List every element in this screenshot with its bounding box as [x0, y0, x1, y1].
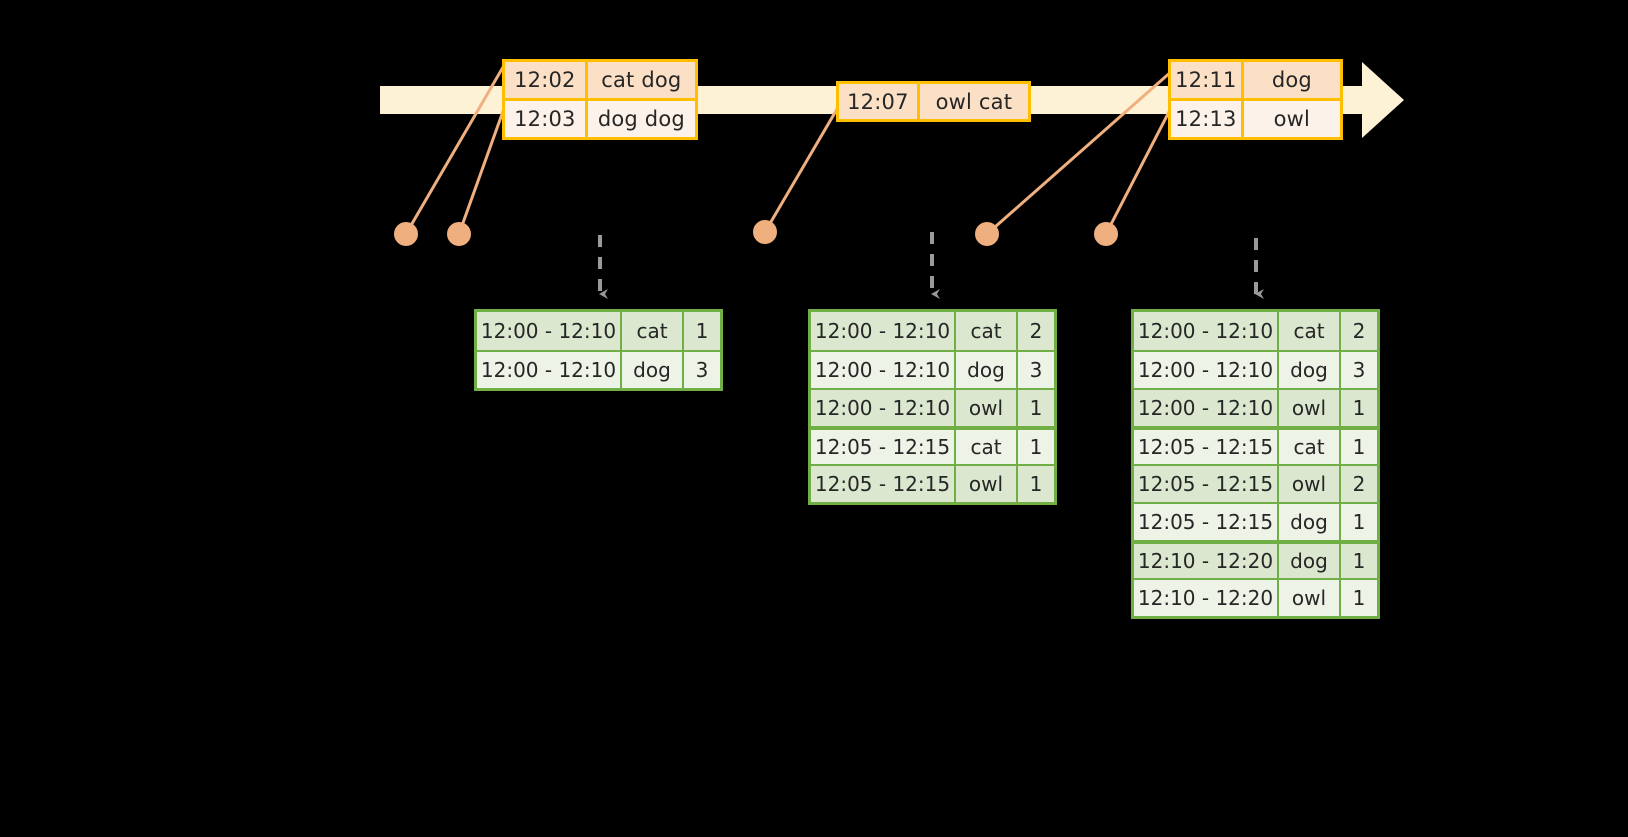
event-group-2[interactable]: 12:07 owl cat	[836, 81, 1031, 122]
cell-count: 3	[684, 352, 720, 388]
cell-count: 3	[1341, 352, 1377, 388]
event-words: cat dog	[587, 62, 695, 98]
cell-word: owl	[1279, 466, 1341, 502]
event-time: 12:03	[505, 101, 588, 137]
event-words: owl	[1243, 101, 1340, 137]
cell-window: 12:05 - 12:15	[811, 466, 956, 502]
cell-window: 12:00 - 12:10	[477, 312, 622, 350]
cell-word: dog	[1279, 544, 1341, 578]
cell-word: cat	[956, 430, 1018, 464]
cell-count: 2	[1018, 312, 1054, 350]
event-words: owl cat	[919, 84, 1028, 119]
cell-word: owl	[956, 390, 1018, 426]
cell-word: dog	[956, 352, 1018, 388]
cell-window: 12:00 - 12:10	[811, 312, 956, 350]
cell-word: owl	[1279, 580, 1341, 616]
cell-window: 12:05 - 12:15	[1134, 466, 1279, 502]
cell-count: 2	[1341, 466, 1377, 502]
event-row: 12:11 dog	[1171, 62, 1340, 98]
cell-window: 12:05 - 12:15	[1134, 430, 1279, 464]
cell-word: dog	[1279, 352, 1341, 388]
cell-count: 1	[1341, 544, 1377, 578]
cell-window: 12:05 - 12:15	[1134, 504, 1279, 540]
event-row: 12:13 owl	[1171, 98, 1340, 137]
cell-window: 12:00 - 12:10	[477, 352, 622, 388]
processing-dot-3	[753, 220, 777, 244]
cell-word: owl	[1279, 390, 1341, 426]
connector-1	[404, 61, 508, 235]
cell-word: dog	[1279, 504, 1341, 540]
connector-2	[457, 102, 508, 235]
cell-window: 12:00 - 12:10	[811, 352, 956, 388]
cell-window: 12:10 - 12:20	[1134, 580, 1279, 616]
event-words: dog dog	[587, 101, 695, 137]
cell-word: cat	[956, 312, 1018, 350]
processing-dot-1	[394, 222, 418, 246]
event-row: 12:07 owl cat	[839, 84, 1028, 119]
cell-count: 1	[1341, 504, 1377, 540]
cell-word: dog	[622, 352, 684, 388]
cell-word: cat	[1279, 430, 1341, 464]
cell-window: 12:00 - 12:10	[811, 390, 956, 426]
connector-3	[763, 103, 842, 233]
event-time: 12:11	[1171, 62, 1244, 98]
event-row: 12:02 cat dog	[505, 62, 695, 98]
event-words: dog	[1243, 62, 1340, 98]
cell-window: 12:05 - 12:15	[811, 430, 956, 464]
processing-dot-5	[1094, 222, 1118, 246]
event-row: 12:03 dog dog	[505, 98, 695, 137]
cell-count: 1	[1018, 466, 1054, 502]
cell-count: 3	[1018, 352, 1054, 388]
event-time: 12:13	[1171, 101, 1244, 137]
event-time: 12:07	[839, 84, 920, 119]
cell-count: 1	[1018, 430, 1054, 464]
cell-count: 1	[684, 312, 720, 350]
cell-count: 1	[1341, 430, 1377, 464]
cell-window: 12:00 - 12:10	[1134, 312, 1279, 350]
cell-window: 12:00 - 12:10	[1134, 352, 1279, 388]
processing-dot-4	[975, 222, 999, 246]
cell-word: cat	[622, 312, 684, 350]
cell-window: 12:10 - 12:20	[1134, 544, 1279, 578]
cell-count: 1	[1018, 390, 1054, 426]
processing-dot-2	[447, 222, 471, 246]
event-dots	[394, 220, 1118, 246]
connector-5	[1104, 105, 1174, 235]
cell-count: 2	[1341, 312, 1377, 350]
event-time: 12:02	[505, 62, 588, 98]
cell-window: 12:00 - 12:10	[1134, 390, 1279, 426]
cell-word: cat	[1279, 312, 1341, 350]
cell-count: 1	[1341, 580, 1377, 616]
dashed-flow-arrows	[598, 232, 1264, 299]
event-group-1[interactable]: 12:02 cat dog 12:03 dog dog	[502, 59, 698, 140]
cell-count: 1	[1341, 390, 1377, 426]
cell-word: owl	[956, 466, 1018, 502]
event-group-3[interactable]: 12:11 dog 12:13 owl	[1168, 59, 1343, 140]
